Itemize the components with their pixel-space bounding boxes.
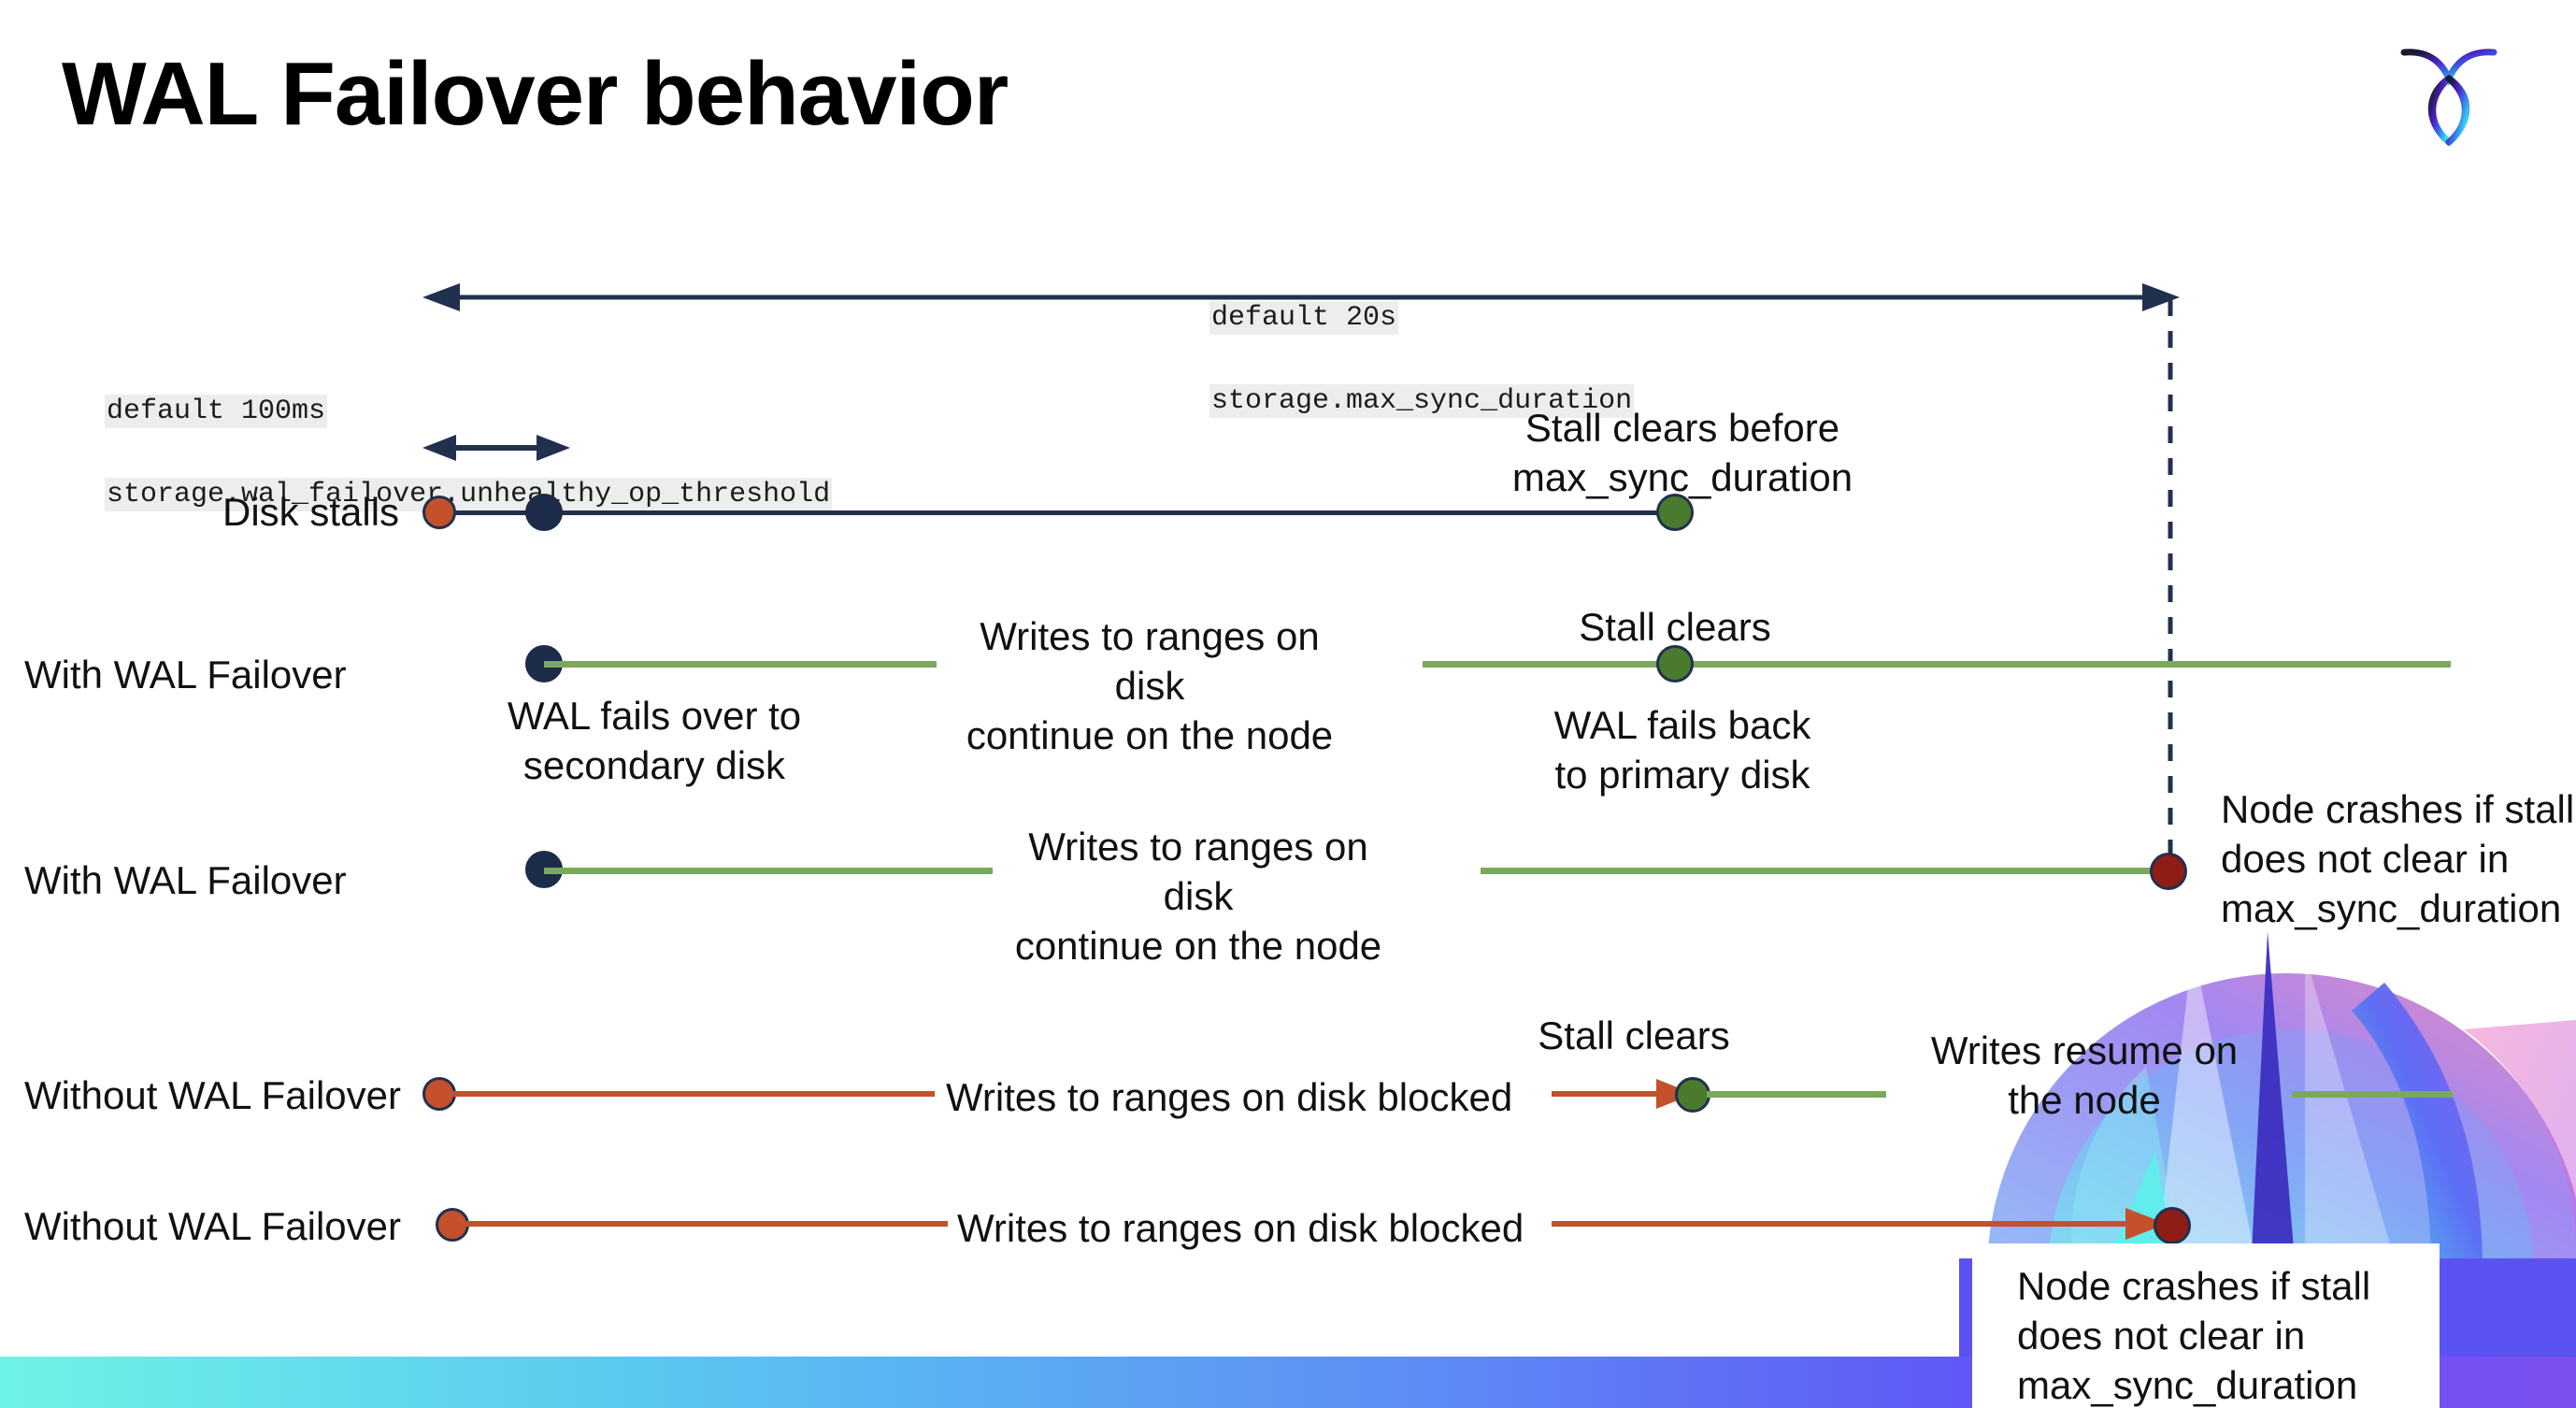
callout-max-sync-setting: storage.max_sync_duration (1209, 384, 1635, 419)
anno-node-crashes-bottom: Node crashes if stall does not clear in … (2017, 1264, 2371, 1407)
callout-max-sync-default: default 20s (1209, 301, 1399, 336)
row-label-with-wal-failover-1: With WAL Failover (24, 653, 347, 697)
anno-writes-blocked-2: Writes to ranges on disk blocked (957, 1206, 1524, 1250)
caption-background-mask (1972, 1243, 2440, 1408)
anno-wal-fails-back: WAL fails back to primary disk (1553, 703, 1811, 797)
anno-writes-continue-1: Writes to ranges on disk continue on the… (966, 614, 1334, 757)
page-title: WAL Failover behavior (62, 44, 1009, 144)
row2-stall-clear-dot (1656, 645, 1694, 682)
anno-stall-clears-before: Stall clears before max_sync_duration (1511, 406, 1853, 499)
row4-stall-clear-dot (1675, 1077, 1710, 1113)
row-label-disk-stalls: Disk stalls (222, 490, 400, 534)
row1-stall-start-dot (422, 496, 456, 529)
row3-green-line-right (1481, 868, 2172, 874)
row5-node-crash-dot (2154, 1207, 2191, 1244)
row5-orange-arrow (1552, 1208, 2167, 1240)
row4-orange-arrow (1552, 1079, 1694, 1109)
cockroachdb-logo-icon (2383, 26, 2514, 157)
anno-writes-blocked-1: Writes to ranges on disk blocked (946, 1075, 1513, 1119)
row5-orange-line (452, 1221, 948, 1227)
anno-writes-resume: Writes resume on the node (1930, 1028, 2239, 1122)
row-label-without-wal-failover-2: Without WAL Failover (24, 1204, 401, 1248)
anno-writes-continue-2: Writes to ranges on disk continue on the… (1014, 825, 1382, 968)
callout-unhealthy-default: default 100ms (105, 395, 328, 429)
row4-orange-line (439, 1091, 935, 1097)
anno-stall-clears-2: Stall clears (1538, 1013, 1730, 1057)
row2-green-line-left (544, 661, 937, 668)
anno-node-crashes-top: Node crashes if stall does not clear in … (2221, 787, 2575, 930)
callout-unhealthy-op-threshold: default 100ms storage.wal_failover.unhea… (37, 350, 833, 557)
callout-unhealthy-setting: storage.wal_failover.unhealthy_op_thresh… (105, 478, 833, 512)
row2-green-line-right (1423, 661, 2451, 668)
row1-stall-clear-dot (1656, 494, 1694, 531)
row3-node-crash-dot (2150, 853, 2187, 890)
callout-max-sync-duration: default 20s storage.max_sync_duration (1142, 256, 1635, 464)
row1-navy-line (439, 510, 1682, 515)
anno-wal-fails-over: WAL fails over to secondary disk (507, 694, 802, 787)
row1-failover-dot (525, 494, 563, 531)
row4-green-line-right (2292, 1091, 2453, 1098)
row3-green-line-left (544, 868, 993, 874)
anno-stall-clears-1: Stall clears (1579, 605, 1771, 649)
row-label-without-wal-failover-1: Without WAL Failover (24, 1073, 401, 1117)
row-label-with-wal-failover-2: With WAL Failover (24, 858, 347, 902)
row4-green-line (1707, 1091, 1886, 1098)
